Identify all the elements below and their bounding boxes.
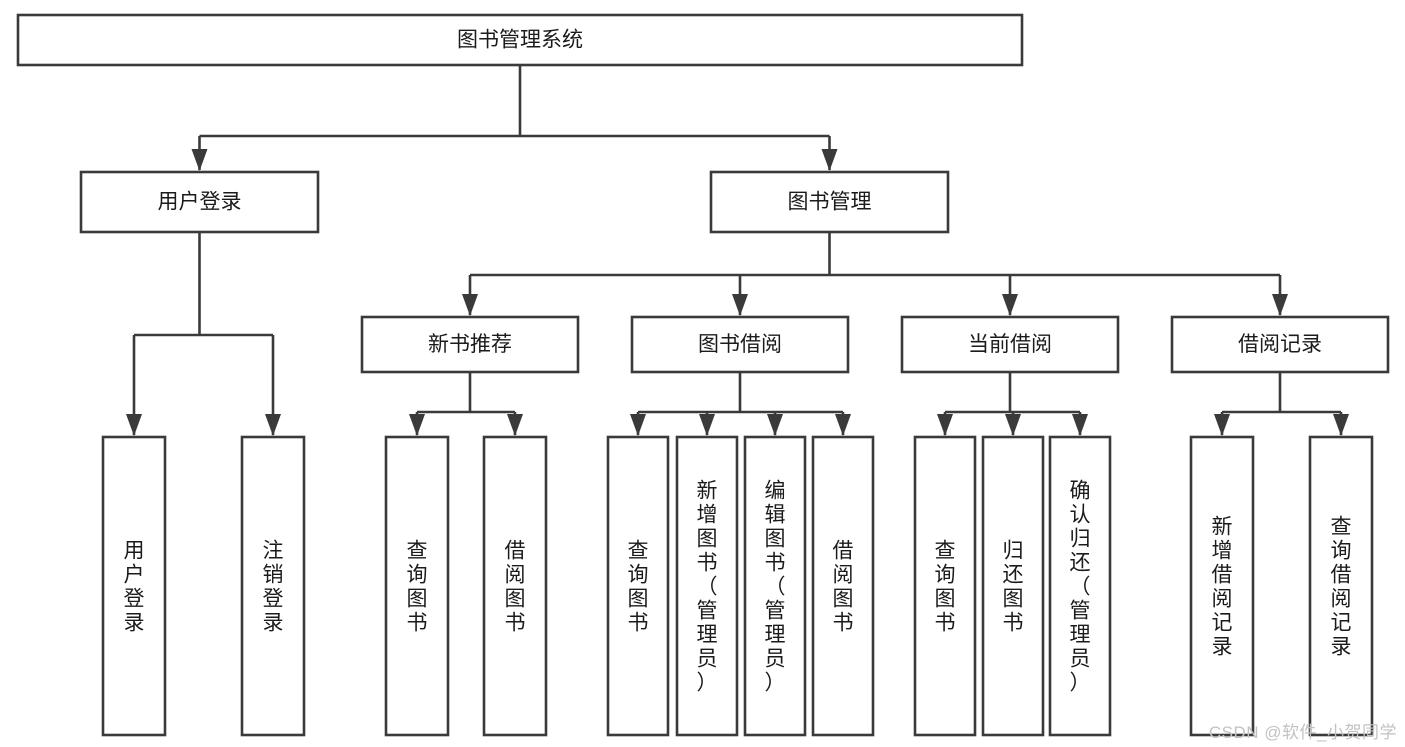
node-box[interactable] xyxy=(240,435,306,737)
node-label: 新增图书（管理员） xyxy=(697,480,718,695)
node-box[interactable] xyxy=(482,435,548,737)
node-leaf-图书借阅-编辑图书（管理员）[interactable]: 编辑图书（管理员） xyxy=(743,435,807,737)
arrow-head-icon xyxy=(462,294,478,316)
arrow-head-icon xyxy=(507,414,523,436)
node-leaf-图书借阅-查询图书[interactable]: 查询图书 xyxy=(606,435,670,737)
node-label: 查询图书 xyxy=(935,540,956,635)
node-l2-图书管理[interactable]: 图书管理 xyxy=(709,170,950,234)
node-l3-图书借阅[interactable]: 图书借阅 xyxy=(630,315,850,374)
arrow-head-icon xyxy=(699,414,715,436)
arrow-head-icon xyxy=(1072,414,1088,436)
node-l2-用户登录[interactable]: 用户登录 xyxy=(79,170,320,234)
node-label: 当前借阅 xyxy=(968,333,1052,356)
node-leaf-当前借阅-归还图书[interactable]: 归还图书 xyxy=(981,435,1045,737)
node-label: 借阅记录 xyxy=(1238,333,1322,356)
arrow-head-icon xyxy=(126,414,142,436)
csdn-watermark: CSDN @软件_小贺同学 xyxy=(1208,723,1397,742)
node-label: 查询图书 xyxy=(407,540,428,635)
node-label: 用户登录 xyxy=(158,191,242,214)
arrow-head-icon xyxy=(937,414,953,436)
node-leaf-图书借阅-借阅图书[interactable]: 借阅图书 xyxy=(811,435,875,737)
node-leaf-图书借阅-新增图书（管理员）[interactable]: 新增图书（管理员） xyxy=(675,435,739,737)
node-leaf-用户登录-注销登录[interactable]: 注销登录 xyxy=(240,435,306,737)
node-label: 借阅图书 xyxy=(833,540,854,635)
node-label: 用户登录 xyxy=(124,540,145,635)
node-leaf-当前借阅-查询图书[interactable]: 查询图书 xyxy=(913,435,977,737)
arrow-head-icon xyxy=(265,414,281,436)
node-box[interactable] xyxy=(1308,435,1374,737)
node-label: 新书推荐 xyxy=(428,333,512,356)
arrow-head-icon xyxy=(1214,414,1230,436)
node-leaf-新书推荐-查询图书[interactable]: 查询图书 xyxy=(384,435,450,737)
node-box[interactable] xyxy=(360,315,580,374)
node-box[interactable] xyxy=(1048,435,1112,737)
node-l3-新书推荐[interactable]: 新书推荐 xyxy=(360,315,580,374)
node-label: 查询图书 xyxy=(628,540,649,635)
node-label: 确认归还（管理员） xyxy=(1070,480,1091,695)
arrow-head-icon xyxy=(191,149,208,171)
node-label: 图书管理 xyxy=(788,191,872,214)
node-leaf-借阅记录-查询借阅记录[interactable]: 查询借阅记录 xyxy=(1308,435,1374,737)
node-leaf-当前借阅-确认归还（管理员）[interactable]: 确认归还（管理员） xyxy=(1048,435,1112,737)
boxes-layer: 图书管理系统用户登录图书管理新书推荐图书借阅当前借阅借阅记录用户登录注销登录查询… xyxy=(16,13,1390,737)
arrow-head-icon xyxy=(835,414,851,436)
node-box[interactable] xyxy=(16,13,1024,67)
node-box[interactable] xyxy=(981,435,1045,737)
connectors-layer xyxy=(126,65,1349,436)
node-l3-当前借阅[interactable]: 当前借阅 xyxy=(900,315,1120,374)
arrow-head-icon xyxy=(1333,414,1349,436)
node-l3-借阅记录[interactable]: 借阅记录 xyxy=(1170,315,1390,374)
node-box[interactable] xyxy=(709,170,950,234)
arrow-head-icon xyxy=(767,414,783,436)
arrow-head-icon xyxy=(821,149,838,171)
arrow-head-icon xyxy=(1005,414,1021,436)
node-leaf-新书推荐-借阅图书[interactable]: 借阅图书 xyxy=(482,435,548,737)
node-box[interactable] xyxy=(1189,435,1255,737)
node-box[interactable] xyxy=(630,315,850,374)
node-box[interactable] xyxy=(606,435,670,737)
node-label: 图书借阅 xyxy=(698,333,782,356)
node-label: 图书管理系统 xyxy=(457,29,583,52)
node-box[interactable] xyxy=(1170,315,1390,374)
arrow-head-icon xyxy=(1272,294,1288,316)
node-label: 查询借阅记录 xyxy=(1331,516,1352,659)
node-box[interactable] xyxy=(384,435,450,737)
node-box[interactable] xyxy=(811,435,875,737)
arrow-head-icon xyxy=(409,414,425,436)
node-leaf-借阅记录-新增借阅记录[interactable]: 新增借阅记录 xyxy=(1189,435,1255,737)
node-box[interactable] xyxy=(743,435,807,737)
node-label: 新增借阅记录 xyxy=(1212,516,1233,659)
node-leaf-用户登录-用户登录[interactable]: 用户登录 xyxy=(101,435,167,737)
arrow-head-icon xyxy=(630,414,646,436)
node-box[interactable] xyxy=(101,435,167,737)
node-root-图书管理系统[interactable]: 图书管理系统 xyxy=(16,13,1024,67)
node-label: 注销登录 xyxy=(263,540,284,635)
node-label: 编辑图书（管理员） xyxy=(765,480,786,695)
node-box[interactable] xyxy=(913,435,977,737)
node-label: 归还图书 xyxy=(1003,540,1024,635)
node-box[interactable] xyxy=(900,315,1120,374)
node-label: 借阅图书 xyxy=(505,540,526,635)
node-box[interactable] xyxy=(675,435,739,737)
arrow-head-icon xyxy=(1002,294,1018,316)
node-box[interactable] xyxy=(79,170,320,234)
arrow-head-icon xyxy=(732,294,748,316)
